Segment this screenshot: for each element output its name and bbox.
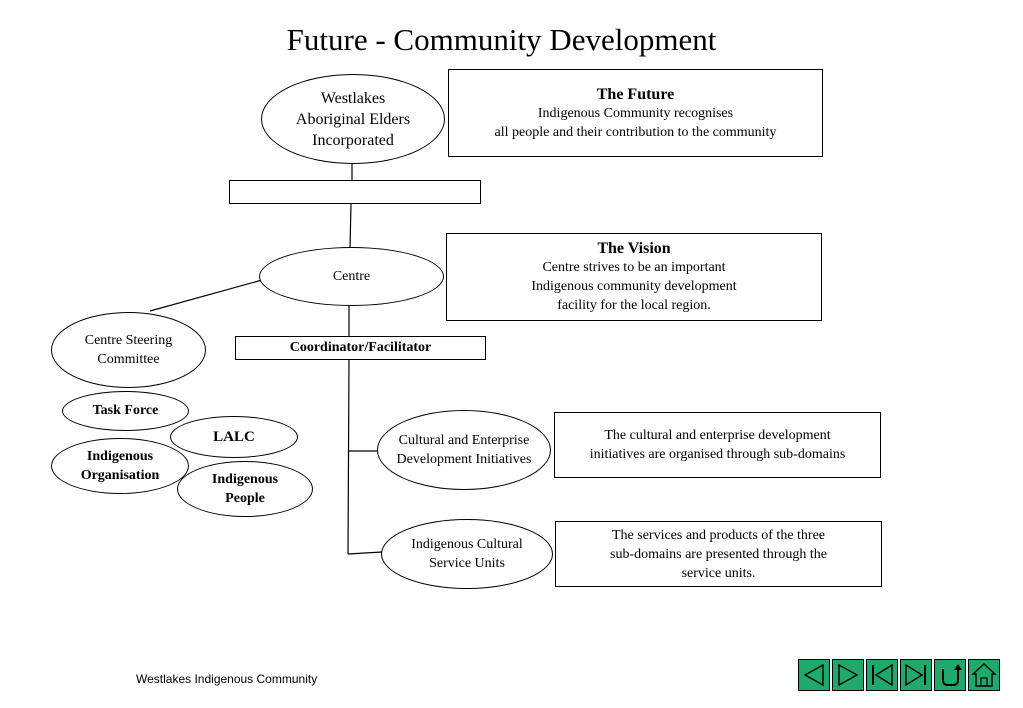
future-heading: The Future — [596, 85, 675, 103]
connector-blank-centre — [349, 203, 352, 249]
skip-first-icon — [872, 663, 893, 687]
service-desc-line: service units. — [681, 565, 756, 581]
service-units-line: Indigenous Cultural — [411, 537, 523, 552]
indigenous-people-line: People — [225, 491, 265, 506]
nav-first-button[interactable] — [866, 659, 898, 691]
steering-line: Committee — [97, 352, 160, 367]
connector-centre-steering — [149, 279, 263, 312]
return-icon — [942, 664, 962, 686]
triangle-left-icon — [803, 663, 824, 687]
blank-box — [229, 180, 481, 204]
navigation-bar — [798, 659, 1002, 691]
elders-line: Westlakes — [320, 89, 386, 107]
service-description-box: The services and products of the three su… — [555, 521, 882, 587]
future-line: Indigenous Community recognises — [537, 105, 734, 121]
nav-next-button[interactable] — [832, 659, 864, 691]
footer-text: Westlakes Indigenous Community — [136, 672, 318, 686]
future-line: all people and their contribution to the… — [494, 124, 777, 140]
lalc-line: LALC — [213, 428, 255, 445]
cultural-enterprise-line: Development Initiatives — [396, 452, 532, 467]
indigenous-org-line: Organisation — [80, 468, 160, 483]
centre-ellipse: Centre — [259, 247, 444, 306]
skip-last-icon — [905, 663, 926, 687]
service-desc-line: The services and products of the three — [611, 527, 826, 543]
task-force-ellipse: Task Force — [62, 391, 189, 431]
vision-line: facility for the local region. — [557, 298, 711, 313]
elders-line: Aboriginal Elders — [295, 110, 411, 128]
triangle-right-icon — [838, 663, 859, 687]
nav-home-button[interactable] — [968, 659, 1000, 691]
vision-heading: The Vision — [597, 240, 671, 257]
vision-line: Indigenous community development — [531, 279, 737, 294]
cultural-desc-line: initiatives are organised through sub-do… — [589, 447, 846, 462]
nav-return-button[interactable] — [934, 659, 966, 691]
connector-trunk-service — [347, 551, 383, 555]
service-desc-line: sub-domains are presented through the — [610, 546, 827, 562]
cultural-desc-line: The cultural and enterprise development — [604, 428, 831, 443]
service-units-line: Service Units — [429, 556, 505, 571]
task-force-line: Task Force — [92, 403, 159, 418]
nav-prev-button[interactable] — [798, 659, 830, 691]
coordinator-line: Coordinator/Facilitator — [289, 340, 432, 355]
cultural-description-box: The cultural and enterprise development i… — [554, 412, 881, 478]
lalc-ellipse: LALC — [170, 416, 298, 458]
page-title: Future - Community Development — [286, 22, 717, 57]
vision-line: Centre strives to be an important — [542, 260, 726, 275]
centre-line: Centre — [332, 268, 371, 284]
indigenous-people-line: Indigenous — [211, 472, 279, 487]
coordinator-box: Coordinator/Facilitator — [235, 336, 486, 360]
elders-line: Incorporated — [312, 131, 394, 149]
nav-last-button[interactable] — [900, 659, 932, 691]
home-icon — [971, 663, 997, 687]
cultural-enterprise-line: Cultural and Enterprise — [398, 433, 530, 448]
steering-line: Centre Steering — [84, 333, 173, 348]
indigenous-org-line: Indigenous — [86, 449, 154, 464]
connector-trunk — [347, 358, 350, 555]
